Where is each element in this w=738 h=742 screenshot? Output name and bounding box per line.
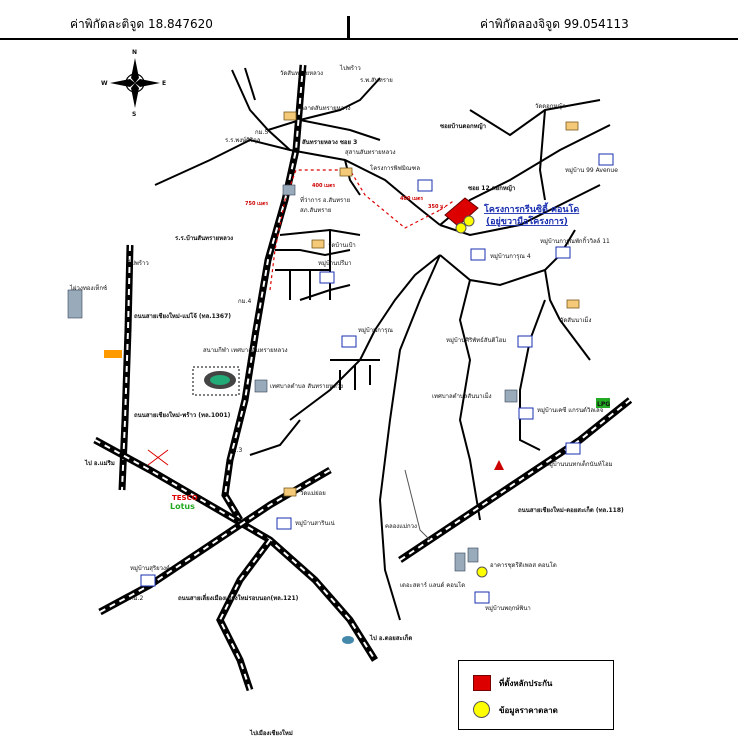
legend-red-label: ที่ตั้งหลักประกัน <box>499 679 553 688</box>
lbl-km2: กม.2 <box>130 595 143 602</box>
lpg-label: LPG <box>597 401 610 408</box>
minor-roads <box>154 67 611 621</box>
lbl-siripat: หมู่บ้านศิริพัทธ์สันติโฮม <box>446 336 506 344</box>
lbl-wat-maejo: วัดแม่ย่อย <box>300 490 326 497</box>
lbl-karun11: หมู่บ้านการุณพักกิ้ววิลล์ 11 <box>540 235 610 245</box>
lbl-market: ตลาดสันทรายหลวง <box>300 105 351 112</box>
coordinates-header: ค่าพิกัดละติจูด 18.847620 ค่าพิกัดลองจิจ… <box>0 0 738 40</box>
lbl-road-outer: ถนนสายเลี่ยงเมืองเชียงใหม่รอบนอก(ทล.121) <box>178 593 299 602</box>
market-marker-3 <box>476 566 488 578</box>
project-sub: (อยู่ขวามือโครงการ) <box>486 215 568 227</box>
lbl-phai: ไผ่วงทองเท็กซ์ <box>69 283 107 292</box>
lbl-district: ที่ว่าการ อ.สันทราย <box>300 196 350 204</box>
lbl-km4: กม.4 <box>238 298 251 305</box>
lbl-nameng: เทศบาลตำบลสันนาเม็ง <box>432 391 492 400</box>
project-marker <box>444 197 479 227</box>
river-line <box>404 469 431 541</box>
lbl-villa: หมู่บ้านเคซี แกรนด์วิลเลจ <box>537 406 603 414</box>
lbl-condo2: เดอะสตาร์ แลนด์ คอนโด <box>400 581 465 589</box>
lbl-condo1: อาคารชุดรีติเพลส คอนโด <box>490 561 557 569</box>
map-legend: ที่ตั้งหลักประกัน ข้อมูลราคาตลาด <box>458 660 614 730</box>
lbl-maekuang: คลองแม่กวง <box>385 523 417 530</box>
lbl-karun4: หมู่บ้านการุณ 4 <box>490 253 531 260</box>
lbl-tambon: เทศบาลตำบล สันทรายหลวง <box>270 383 343 390</box>
lbl-wat-banpao: วัดบ้านเป้า <box>328 242 356 249</box>
lbl-panthawee: หมู่บ้านพฤกษ์พินา <box>485 604 531 612</box>
lbl-stadium: สนามกีฬา เทศบาลสันทรายหลวง <box>203 346 288 354</box>
tesco-logo: TESCO <box>172 494 198 502</box>
compass-icon: N S E W <box>101 49 166 118</box>
lbl-to-phrao2: ไปพร้าว <box>127 259 149 267</box>
lbl-wat-sansai: วัดสันทรายหลวง <box>280 70 323 77</box>
location-map: N S E W <box>67 49 633 737</box>
dist-750: 750 เมตร <box>245 201 268 207</box>
compass-e: E <box>162 80 166 87</box>
lbl-soi-dokya: ซอยบ้านดอกหญ้า <box>440 122 486 130</box>
lbl-police: สภ.สันทราย <box>300 207 331 214</box>
lbl-wat-dokya: วัดดอกหญ้า <box>535 103 566 110</box>
compass-s: S <box>132 111 136 118</box>
house-icons <box>140 153 614 604</box>
market-marker-1 <box>455 222 467 234</box>
soi-label: ซอย 12 ดอกหญ้า <box>468 184 515 192</box>
lbl-school-bansan: ร.ร.บ้านสันทรายหลวง <box>175 234 233 242</box>
lbl-km5: กม.5 <box>255 129 268 136</box>
dist-400b: 400 เมตร <box>400 196 423 202</box>
lbl-chiangmai: ไปเมืองเชียงใหม่ <box>249 729 293 737</box>
lbl-school-phon: ร.ร.พงษ์ศิริกุล <box>225 136 261 144</box>
misc-icons: LPG <box>104 350 610 644</box>
longitude-text: ค่าพิกัดลองจิจูด 99.054113 <box>480 17 629 31</box>
lbl-pratima: หมู่บ้านปรีมา <box>318 259 352 267</box>
lbl-hosp: ร.พ.สันทราย <box>360 77 393 84</box>
lbl-doi-saket: ไป อ.ดอยสะเก็ด <box>369 633 412 642</box>
legend-yellow-label: ข้อมูลราคาตลาด <box>499 706 558 715</box>
lbl-karun: หมู่บ้านการุณ <box>358 327 393 334</box>
compass-w: W <box>101 80 108 87</box>
dist-350: 350 ม. <box>428 204 445 210</box>
compass-n: N <box>132 49 137 56</box>
lbl-to-phrao: ไปพร้าว <box>339 64 361 72</box>
legend-red-swatch <box>473 675 491 691</box>
highways <box>93 64 633 692</box>
lbl-phanachot: โครงการพิฟมิณฑล <box>370 164 420 172</box>
header-divider <box>347 16 350 38</box>
market-marker-2 <box>463 215 475 227</box>
lbl-nantawan: หมู่บ้านนนทกเด็กนันท์โฮม <box>545 459 613 468</box>
latitude-text: ค่าพิกัดละติจูด 18.847620 <box>70 17 213 31</box>
route-line <box>269 169 456 291</box>
stadium-icon <box>192 366 240 396</box>
lotus-logo: Lotus <box>170 502 195 511</box>
lbl-ban99: หมู่บ้าน 99 Avenue <box>565 167 618 174</box>
lbl-road-doisaket: ถนนสายเชียงใหม่-ดอยสะเก็ด (ทล.118) <box>518 505 624 514</box>
project-name: โครงการกรีนซิตี้ คอนโด <box>483 202 579 215</box>
dist-400: 400 เมตร <box>312 183 335 189</box>
lbl-mae-rim: ไป อ.แม่ริม <box>84 459 115 467</box>
lbl-wat-nameng: วัดสันนาเม็ง <box>560 315 592 324</box>
lbl-road-phrao: ถนนสายเชียงใหม่-พร้าว (ทล.1001) <box>134 411 231 419</box>
lbl-sarin: หมู่บ้านสารินเน่ <box>295 520 335 527</box>
lbl-km3: กม.3 <box>229 447 242 454</box>
temple-icons <box>283 111 580 497</box>
legend-yellow-swatch <box>473 701 490 718</box>
lbl-soi3: สันทรายหลวง ซอย 3 <box>302 138 357 146</box>
lbl-suriwong: หมู่บ้านสุริยวงค์ <box>130 564 170 572</box>
lbl-road-maejo: ถนนสายเชียงใหม่-แม่โจ้ (ทล.1367) <box>134 312 231 320</box>
lbl-park: สุสานสันทรายหลวง <box>345 149 396 156</box>
building-icons <box>67 184 518 572</box>
